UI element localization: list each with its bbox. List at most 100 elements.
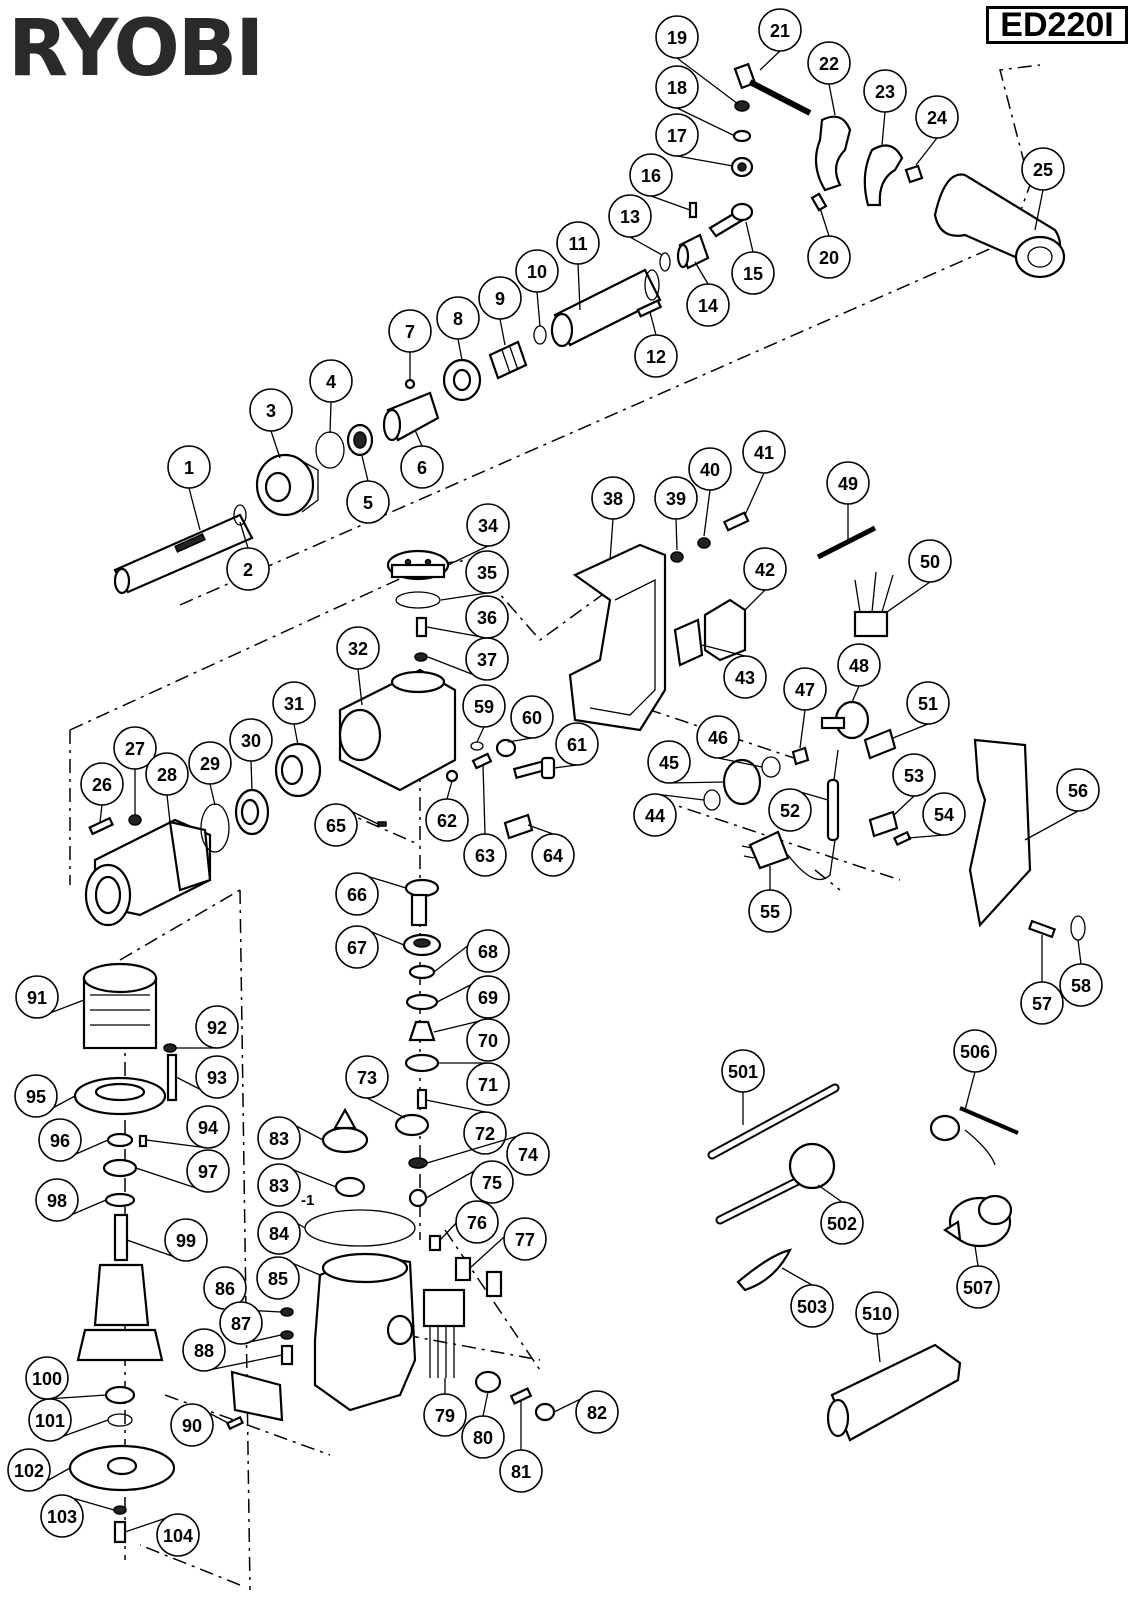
- callout-69: 69: [436, 975, 510, 1019]
- callout-28: 28: [145, 752, 189, 823]
- callout-number: 58: [1071, 976, 1091, 996]
- part-washer-92: [163, 1043, 177, 1053]
- callout-circle: [906, 681, 950, 725]
- callout-leader-line: [629, 236, 663, 256]
- callout-circle: [35, 1178, 79, 1222]
- callout-leader-line: [366, 1097, 406, 1119]
- callout-circle: [462, 684, 506, 728]
- callout-leader-line: [209, 783, 216, 806]
- callout-leader-line: [817, 1184, 843, 1203]
- part-pin-65: [377, 821, 387, 827]
- part-screw-57: [1027, 919, 1057, 939]
- callout-number: 96: [50, 1131, 70, 1151]
- callout-40: 40: [688, 447, 732, 537]
- callout-83: 83: [257, 1116, 324, 1160]
- callout-leader-line: [250, 760, 253, 791]
- callout-number: 46: [708, 728, 728, 748]
- callout-number: 14: [698, 296, 718, 316]
- part-gasket-84: [304, 1209, 416, 1247]
- callout-number: 65: [326, 816, 346, 836]
- callout-number: 53: [904, 766, 924, 786]
- callout-16: 16: [629, 153, 691, 211]
- callout-leader-line: [915, 137, 938, 166]
- callout-42: 42: [743, 547, 787, 611]
- callout-circle: [423, 1393, 467, 1437]
- callout-circle: [195, 1055, 239, 1099]
- callout-number: 67: [347, 938, 367, 958]
- callout-number: 73: [357, 1068, 377, 1088]
- callout-20: 20: [807, 207, 851, 279]
- part-main-housing: [313, 1252, 417, 1412]
- callout-number: 47: [795, 680, 815, 700]
- callout-leader-line: [553, 764, 578, 769]
- callout-circle: [731, 251, 775, 295]
- callout-circle: [314, 803, 358, 847]
- callout-circle: [655, 113, 699, 157]
- callout-number: 12: [646, 347, 666, 367]
- callout-53: 53: [892, 753, 936, 816]
- callout-circle: [28, 1398, 72, 1442]
- callout-5: 5: [346, 455, 390, 524]
- callout-number: 507: [963, 1278, 993, 1298]
- callout-circle: [768, 788, 812, 832]
- callout-100: 100: [25, 1356, 107, 1400]
- callout-24: 24: [915, 95, 959, 166]
- callout-circle: [608, 194, 652, 238]
- callout-number: 61: [567, 735, 587, 755]
- part-gear-45: [722, 758, 762, 806]
- part-switch: [703, 598, 747, 662]
- callout-number: 18: [667, 78, 687, 98]
- callout-number: 20: [819, 248, 839, 268]
- callout-number: 93: [207, 1068, 227, 1088]
- callout-72: 72: [425, 1099, 507, 1155]
- callout-71: 71: [438, 1062, 510, 1106]
- callout-501: 501: [721, 1049, 765, 1125]
- callout-circle: [743, 547, 787, 591]
- callout-number: 503: [797, 1297, 827, 1317]
- callout-75: 75: [425, 1160, 514, 1204]
- part-o-ring-44: [703, 789, 721, 811]
- callout-number: 50: [920, 552, 940, 572]
- callout-number: 63: [475, 846, 495, 866]
- callout-circle: [182, 1328, 226, 1372]
- callout-number: 84: [269, 1224, 289, 1244]
- part-gear-housing: [338, 668, 457, 792]
- part-pin-72: [416, 1088, 428, 1110]
- callout-circle: [335, 872, 379, 916]
- callout-circle: [336, 626, 380, 670]
- callout-30: 30: [229, 718, 273, 791]
- callout-87: 87: [219, 1301, 282, 1345]
- callout-11: 11: [556, 221, 600, 311]
- callout-44: 44: [633, 793, 705, 837]
- callout-number: 23: [875, 82, 895, 102]
- callout-number: 102: [14, 1461, 44, 1481]
- callout-number: 22: [819, 54, 839, 74]
- callout-leader-line: [819, 207, 830, 237]
- part-clamp-ring: [863, 144, 904, 207]
- callout-90: 90: [170, 1403, 229, 1447]
- callout-93: 93: [175, 1055, 239, 1099]
- callout-79: 79: [423, 1378, 467, 1437]
- callout-circle: [915, 95, 959, 139]
- callout-92: 92: [176, 1005, 239, 1049]
- callout-circle: [591, 476, 635, 520]
- callout-25: 25: [1021, 147, 1065, 231]
- callout-number: 62: [437, 811, 457, 831]
- callout-circle: [863, 69, 907, 113]
- callout-82: 82: [553, 1390, 619, 1434]
- callout-number: 83: [269, 1129, 289, 1149]
- callout-number: 60: [522, 708, 542, 728]
- callout-104: 104: [124, 1513, 200, 1557]
- callout-leader-line: [649, 311, 657, 336]
- part-power-cord: [741, 830, 836, 881]
- part-pin-49: [816, 525, 877, 560]
- callout-circle: [466, 503, 510, 547]
- callout-number: 15: [743, 264, 763, 284]
- part-bearing-97: [102, 1158, 138, 1178]
- part-o-ring-29: [200, 803, 230, 853]
- callout-leader-line: [675, 518, 678, 551]
- callout-circle: [466, 1062, 510, 1106]
- callout-number: 103: [47, 1507, 77, 1527]
- callout-leader-line: [446, 780, 453, 800]
